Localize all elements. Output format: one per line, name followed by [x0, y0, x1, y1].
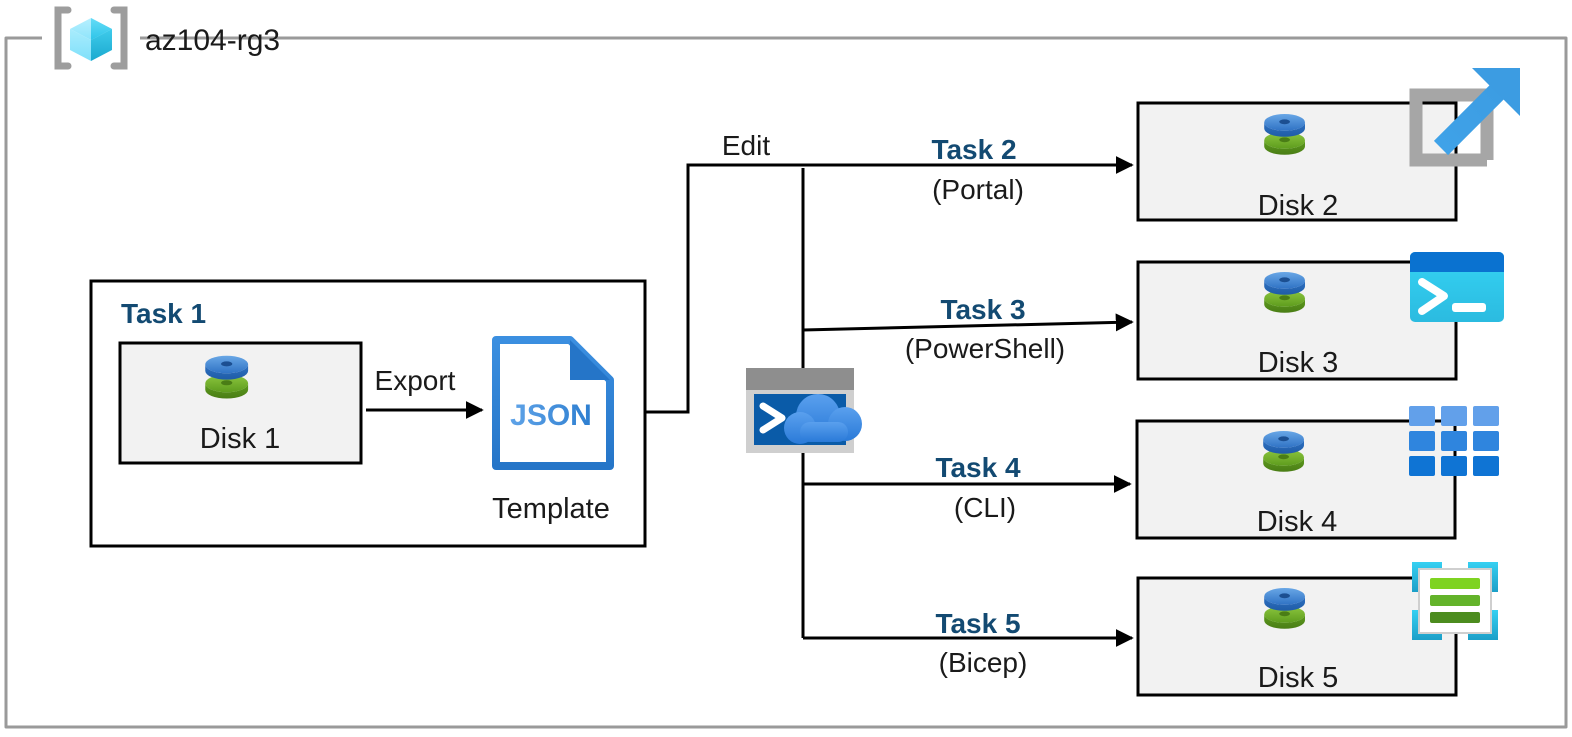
- edit-connector: [645, 163, 1130, 414]
- disk3-label: Disk 3: [1258, 347, 1339, 379]
- disk2-label: Disk 2: [1258, 190, 1339, 222]
- resource-group-cube-icon: [54, 6, 128, 70]
- json-file-type: JSON: [510, 399, 592, 432]
- external-link-portal-icon: [1409, 68, 1520, 167]
- branch-task5: Task 5 (Bicep) Disk 5: [803, 562, 1498, 697]
- template-label: Template: [492, 493, 610, 525]
- task5-tool-label: (Bicep): [939, 647, 1028, 678]
- resource-group-label: az104-rg3: [145, 24, 280, 57]
- resource-group-frame: [4, 36, 1568, 729]
- cli-grid-icon: [1409, 406, 1499, 476]
- task2-tool-label: (Portal): [932, 174, 1024, 205]
- branch-task4: Task 4 (CLI) Disk 4: [803, 406, 1499, 540]
- disk1-label: Disk 1: [200, 423, 281, 455]
- edit-label: Edit: [722, 130, 770, 161]
- task3-label: Task 3: [940, 294, 1025, 325]
- disk5-label: Disk 5: [1258, 662, 1339, 694]
- disk4-label: Disk 4: [1257, 506, 1338, 538]
- export-label: Export: [375, 365, 456, 396]
- json-file-icon: [492, 336, 614, 470]
- task4-tool-label: (CLI): [954, 492, 1016, 523]
- task2-label: Task 2: [931, 134, 1016, 165]
- cloud-shell-icon: [746, 368, 862, 453]
- task5-label: Task 5: [935, 608, 1020, 639]
- bicep-file-icon: [1412, 562, 1498, 640]
- powershell-console-icon: [1410, 252, 1504, 322]
- task3-tool-label: (PowerShell): [905, 333, 1065, 364]
- task1-title: Task 1: [121, 298, 206, 329]
- task3-arrow: [802, 313, 1134, 332]
- task4-label: Task 4: [935, 452, 1021, 483]
- branch-task2: Task 2 (Portal) Disk 2: [688, 68, 1520, 222]
- branch-task3: Task 3 (PowerShell) Disk 3: [802, 252, 1504, 381]
